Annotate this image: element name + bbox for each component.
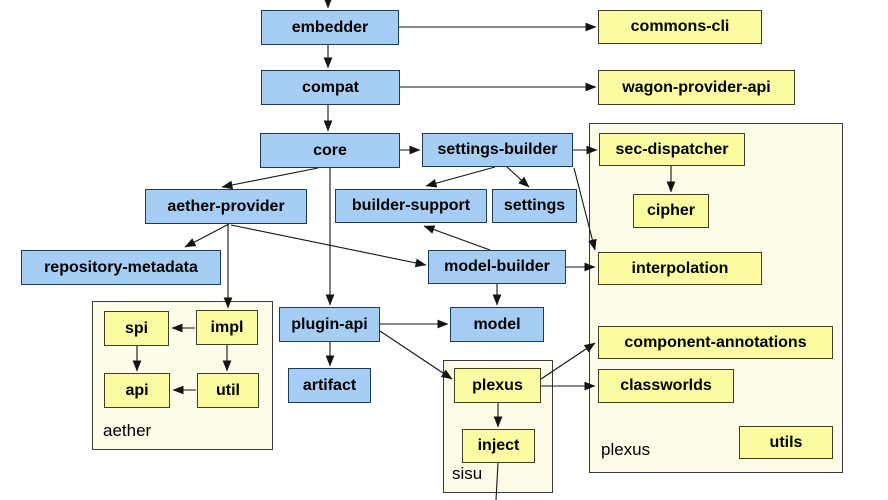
edge-plexus-node-to-component-annotations bbox=[540, 342, 596, 380]
node-commons-cli: commons-cli bbox=[598, 10, 762, 44]
node-cipher: cipher bbox=[633, 194, 709, 228]
cluster-label-aether: aether bbox=[103, 421, 152, 440]
edge-plugin-api-to-plexus-node bbox=[379, 330, 453, 380]
cluster-plexus bbox=[589, 123, 843, 473]
node-utils: utils bbox=[739, 426, 833, 459]
edge-model-builder-to-builder-support bbox=[423, 225, 491, 251]
node-spi: spi bbox=[104, 311, 169, 346]
node-builder-support: builder-support bbox=[335, 189, 487, 223]
node-api: api bbox=[104, 373, 170, 408]
node-component-annotations: component-annotations bbox=[598, 326, 833, 359]
node-util: util bbox=[197, 373, 259, 408]
node-inject: inject bbox=[462, 429, 535, 463]
edge-aether-provider-to-repository-metadata bbox=[184, 223, 230, 248]
edge-settings-builder-to-settings bbox=[506, 166, 530, 188]
node-interpolation: interpolation bbox=[598, 252, 762, 285]
cluster-label-sisu: sisu bbox=[452, 464, 483, 483]
edge-settings-builder-to-builder-support bbox=[425, 166, 496, 188]
node-settings-builder: settings-builder bbox=[422, 133, 573, 167]
edge-aether-provider-to-model-builder bbox=[230, 224, 427, 268]
node-plugin-api: plugin-api bbox=[279, 307, 380, 342]
cluster-label-plexus: plexus bbox=[601, 440, 651, 459]
node-plexus-node: plexus bbox=[454, 368, 541, 403]
edge-inject-to-external-bottom bbox=[495, 462, 499, 500]
node-model: model bbox=[450, 307, 544, 342]
node-classworlds: classworlds bbox=[598, 369, 734, 403]
edge-core-to-aether-provider bbox=[221, 167, 319, 190]
node-model-builder: model-builder bbox=[428, 250, 566, 284]
node-settings: settings bbox=[492, 189, 577, 223]
node-repository-metadata: repository-metadata bbox=[21, 250, 221, 285]
node-artifact: artifact bbox=[288, 368, 371, 403]
node-compat: compat bbox=[261, 70, 400, 105]
node-sec-dispatcher: sec-dispatcher bbox=[599, 133, 745, 166]
node-aether-provider: aether-provider bbox=[145, 189, 307, 224]
node-core: core bbox=[260, 133, 400, 168]
node-embedder: embedder bbox=[261, 10, 399, 45]
node-wagon-provider-api: wagon-provider-api bbox=[598, 70, 795, 105]
edge-settings-builder-to-interpolation bbox=[573, 167, 597, 251]
node-impl: impl bbox=[196, 310, 258, 345]
